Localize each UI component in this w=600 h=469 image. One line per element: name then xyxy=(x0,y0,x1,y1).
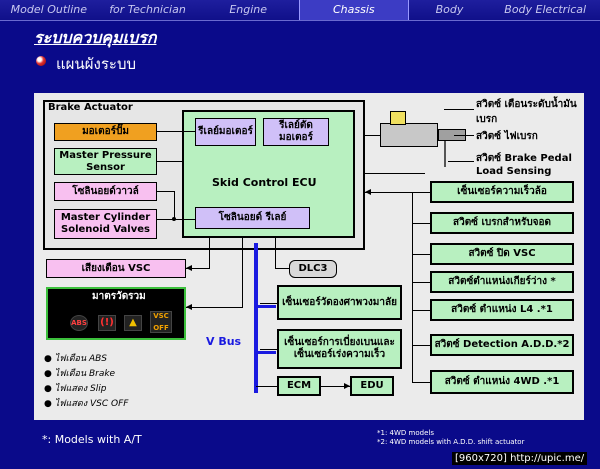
combination-meter-box: มาตรวัดรวม ABS (!) ▲ VSC OFF xyxy=(46,287,186,340)
brake-pedal-graphic xyxy=(444,141,446,167)
nav-model-outline[interactable]: Model Outline xyxy=(10,3,87,16)
tap-4 xyxy=(412,310,430,311)
bullet-icon xyxy=(36,56,46,66)
lamp-abs: ● ไฟเตือน ABS xyxy=(44,354,108,364)
line-meter-v xyxy=(242,238,243,308)
line-dlc-h xyxy=(275,268,289,269)
watermark: [960x720] http://upic.me/ xyxy=(452,452,588,465)
tap-5 xyxy=(412,345,430,346)
tap-3 xyxy=(412,282,430,283)
junction-dot xyxy=(172,217,176,221)
vbus-branch-2 xyxy=(254,351,276,354)
right-bus-line xyxy=(412,192,413,383)
line-mc-ecu xyxy=(365,135,380,136)
brake-lamp-icon: (!) xyxy=(98,315,116,331)
footnote-2: *2: 4WD models with A.D.D. shift actuato… xyxy=(377,438,525,446)
line-steer xyxy=(260,303,277,304)
line-sw-ecu xyxy=(365,173,425,174)
arrow-buzzer xyxy=(186,265,192,271)
line-valve xyxy=(157,191,174,192)
line-buzzer-v xyxy=(209,238,210,269)
abs-lamp-icon: ABS xyxy=(70,315,88,331)
nav-body-electrical[interactable]: Body Electrical xyxy=(504,3,587,16)
line-pump xyxy=(157,131,195,132)
solenoid-valve-box: โซลินอยด์วาวล์ xyxy=(54,182,157,201)
line-buzzer xyxy=(186,268,210,269)
solenoid-relay-box: โซลินอยด์ รีเลย์ xyxy=(195,207,310,229)
meter-title: มาตรวัดรวม xyxy=(92,291,146,302)
tap-2 xyxy=(412,254,430,255)
reservoir-graphic xyxy=(390,111,406,125)
right-input-2: สวิตซ์ ปิด VSC xyxy=(430,243,574,265)
tap-1 xyxy=(412,223,430,224)
cutoff-relay-box: รีเลย์ตัดมอเตอร์ xyxy=(263,118,329,146)
line-pedal xyxy=(448,161,474,162)
vbus-line xyxy=(254,243,258,393)
ecm-box: ECM xyxy=(277,376,321,396)
page-subtitle: แผนผังระบบ xyxy=(56,55,136,73)
right-input-3: สวิตซ์ตำแหน่งเกียร์ว่าง * xyxy=(430,271,574,293)
arrow-meter xyxy=(186,304,192,310)
arrow-edu xyxy=(344,383,350,389)
nav-engine[interactable]: Engine xyxy=(229,3,268,16)
models-note: *: Models with A/T xyxy=(42,433,142,446)
ecu-label: Skid Control ECU xyxy=(212,176,317,189)
steering-sensor-box: เซ็นเซอร์วัดองศาพวงมาลัย xyxy=(277,285,402,320)
line-dlc xyxy=(275,238,276,269)
right-input-0: เซ็นเซอร์ความเร็วล้อ xyxy=(430,181,574,203)
line-yaw xyxy=(260,349,277,350)
tap-6 xyxy=(412,382,430,383)
edu-box: EDU xyxy=(350,376,394,396)
lamp-vsc-off: ● ไฟแสดง VSC OFF xyxy=(44,399,129,409)
brake-fluid-switch-label: สวิตซ์ เตือนระดับน้ำมันเบรก xyxy=(476,99,577,125)
vbus-branch-1 xyxy=(254,305,276,308)
top-nav: Model Outline for Technician Engine Chas… xyxy=(0,0,600,21)
motor-relay-box: รีเลย์มอเตอร์ xyxy=(195,118,256,146)
footnote-1: *1: 4WD models xyxy=(377,429,434,437)
pedal-load-sensor-label: สวิตซ์ Brake Pedal Load Sensing xyxy=(476,153,572,177)
dlc3-connector: DLC3 xyxy=(289,260,337,278)
line-edu xyxy=(321,386,350,387)
right-input-4: สวิตซ์ ตำแหน่ง L4 .*1 xyxy=(430,299,574,321)
arrow-right-bus xyxy=(365,189,371,195)
line-pressure xyxy=(157,161,182,162)
right-input-6: สวิตซ์ ตำแหน่ง 4WD .*1 xyxy=(430,370,574,394)
nav-chassis[interactable]: Chassis xyxy=(299,0,409,20)
diagram-panel: Brake Actuator มอเตอร์ปั๊ม Master Pressu… xyxy=(34,93,584,420)
nav-for-technician[interactable]: for Technician xyxy=(109,3,186,16)
right-bus-top xyxy=(365,192,412,193)
brake-switch-label: สวิตซ์ ไฟเบรก xyxy=(476,131,538,142)
lamp-brake: ● ไฟเตือน Brake xyxy=(44,369,116,379)
vbus-label: V Bus xyxy=(206,335,242,348)
page-title: ระบบควบคุมเบรก xyxy=(34,28,157,47)
line-ecm xyxy=(256,386,277,387)
yaw-sensor-box: เซ็นเซอร์การเบี่ยงเบนและเซ็นเซอร์เร่งควา… xyxy=(277,329,402,369)
master-cylinder-graphic xyxy=(380,123,438,147)
line-meter xyxy=(186,307,242,308)
vsc-off-lamp-icon: VSC OFF xyxy=(150,311,172,333)
vsc-buzzer-box: เสียงเตือน VSC xyxy=(46,259,186,278)
line-fluid xyxy=(444,109,474,110)
right-input-5: สวิตซ์ Detection A.D.D.*2 xyxy=(430,334,574,356)
brake-actuator-title: Brake Actuator xyxy=(48,102,133,113)
lamp-slip: ● ไฟแสดง Slip xyxy=(44,384,107,394)
master-pressure-sensor-box: Master Pressure Sensor xyxy=(54,148,157,175)
line-mc xyxy=(157,219,195,220)
nav-body[interactable]: Body xyxy=(435,3,464,16)
line-valve-v xyxy=(174,191,175,219)
pump-motor-box: มอเตอร์ปั๊ม xyxy=(54,123,157,141)
line-brakesw xyxy=(454,135,474,136)
tap-0 xyxy=(412,192,430,193)
master-cylinder-solenoid-box: Master Cylinder Solenoid Valves xyxy=(54,209,157,239)
right-input-1: สวิตซ์ เบรกสำหรับจอด xyxy=(430,212,574,234)
slip-lamp-icon: ▲ xyxy=(124,315,142,331)
